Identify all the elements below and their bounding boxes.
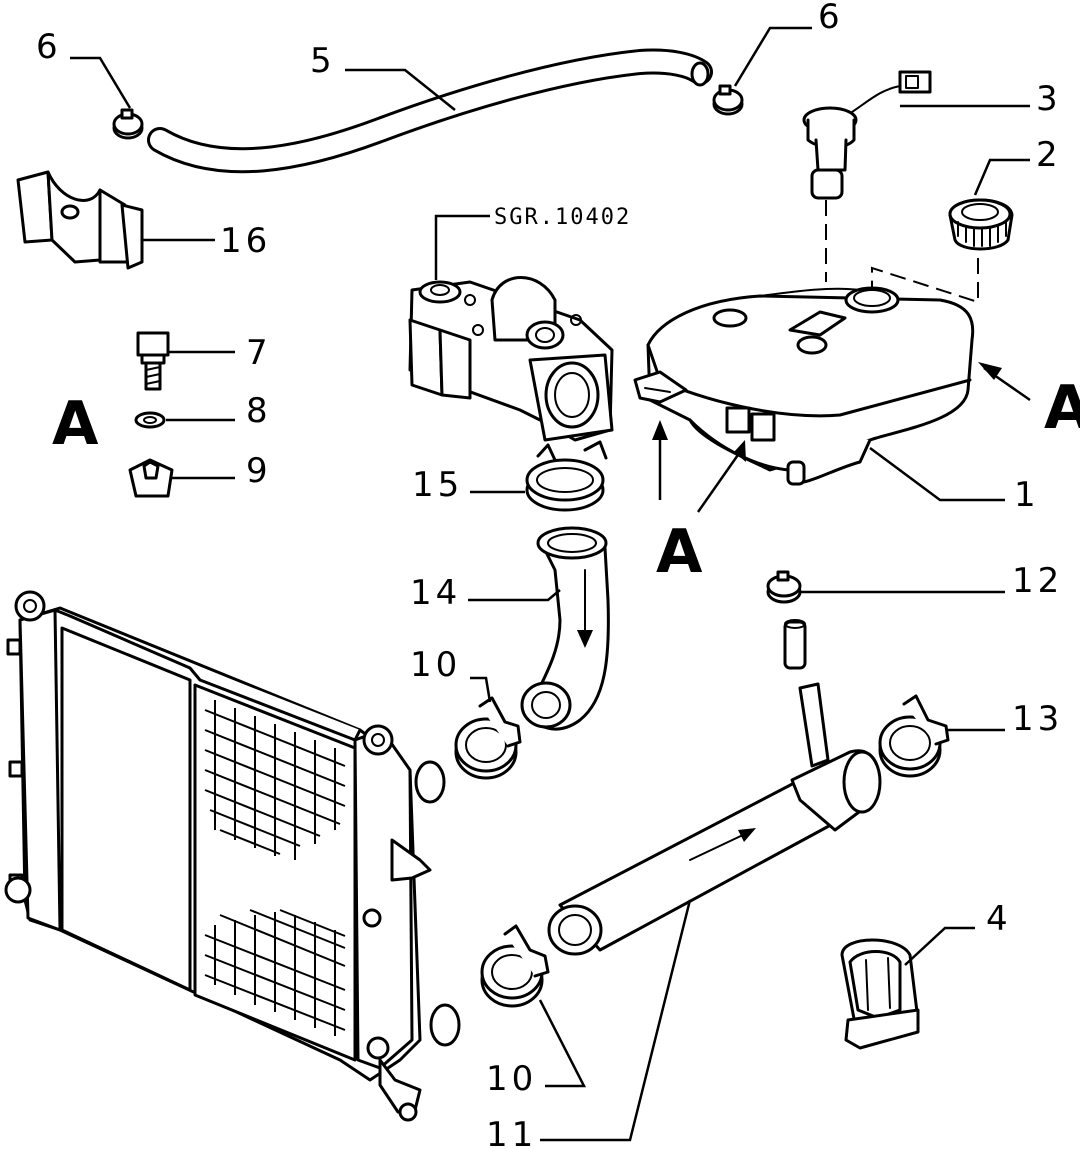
upper-hose-part-5 — [147, 48, 713, 174]
hose-clip-part-4 — [840, 938, 920, 1050]
hose-clamp-upper-part-10 — [454, 696, 522, 780]
level-sensor-part-3 — [802, 70, 932, 200]
callout-7: 7 — [246, 333, 272, 373]
callout-6-left: 6 — [36, 27, 62, 67]
callout-8: 8 — [246, 391, 272, 431]
rubber-grommet-part-9 — [128, 458, 174, 498]
reference-code: SGR.10402 — [494, 205, 631, 230]
leader-6-left — [70, 56, 132, 109]
leader-5 — [345, 68, 456, 111]
washer-part-8 — [134, 411, 166, 429]
view-arrows — [652, 362, 1031, 513]
callout-5: 5 — [310, 41, 336, 81]
bolt-part-7 — [136, 331, 170, 391]
callout-16: 16 — [220, 221, 271, 261]
view-label-a-left: A — [52, 389, 99, 459]
lower-coolant-pipe-part-11 — [547, 682, 882, 956]
callout-1: 1 — [1014, 475, 1040, 515]
callout-12: 12 — [1012, 561, 1063, 601]
view-label-a-right: A — [1044, 373, 1080, 443]
small-clamp-part-12 — [766, 570, 802, 604]
callout-2: 2 — [1036, 135, 1062, 175]
callout-10-lower: 10 — [486, 1059, 537, 1099]
view-label-a-bottom: A — [656, 517, 703, 587]
callout-6-right: 6 — [818, 0, 844, 37]
callout-10-upper: 10 — [410, 645, 461, 685]
leader-2 — [973, 158, 1030, 196]
thermostat-housing — [408, 276, 614, 442]
elbow-hose-part-14 — [520, 526, 610, 731]
leader-11 — [540, 899, 692, 1142]
leader-14 — [468, 589, 561, 602]
hose-clamp-part-13 — [878, 694, 950, 778]
callout-15: 15 — [412, 465, 463, 505]
leader-10-lower — [538, 999, 587, 1088]
callout-13: 13 — [1012, 699, 1063, 739]
expansion-tank-part-1 — [633, 286, 975, 486]
short-hose — [783, 619, 807, 670]
callout-14: 14 — [410, 573, 461, 613]
hose-clamp-right-part-6 — [712, 84, 744, 116]
callout-9: 9 — [246, 451, 272, 491]
callout-3: 3 — [1036, 79, 1062, 119]
mounting-bracket-part-16 — [16, 170, 144, 270]
reference-leader — [434, 214, 490, 280]
leader-1 — [869, 446, 1005, 502]
hose-clamp-lower-part-10 — [480, 924, 550, 1008]
reservoir-cap-part-2 — [948, 198, 1014, 251]
alignment-cap — [871, 258, 979, 304]
hose-clamp-part-15 — [525, 440, 608, 512]
leader-6-right — [733, 26, 812, 87]
radiator-core-mesh — [204, 700, 346, 1036]
leader-4 — [904, 926, 975, 966]
callout-11: 11 — [486, 1115, 537, 1149]
radiator — [4, 590, 461, 1122]
callout-4: 4 — [986, 899, 1012, 939]
leader-10-upper — [470, 676, 492, 703]
hose-clamp-left-part-6 — [112, 108, 144, 140]
